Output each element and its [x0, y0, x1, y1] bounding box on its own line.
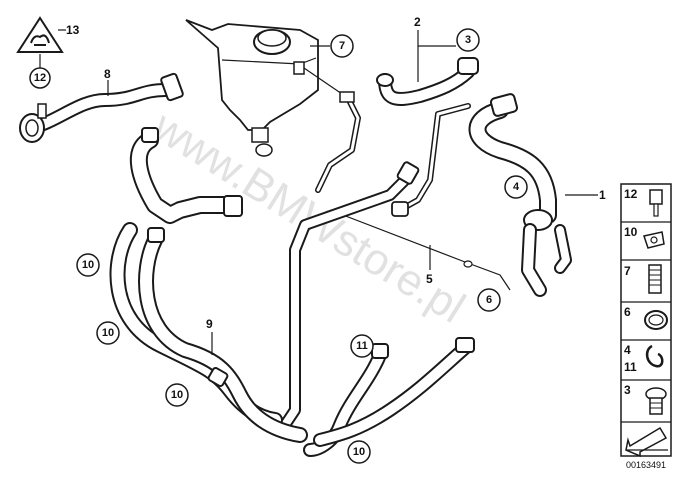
callout-3-circle [456, 28, 480, 52]
parts-panel: 12 10 7 6 4 11 3 [620, 183, 672, 458]
callout-6: 6 [486, 294, 492, 306]
expansion-tank [185, 19, 319, 157]
panel-label-10: 10 [624, 225, 638, 239]
callout-10a-circle [76, 253, 100, 277]
warning-triangle-icon [16, 16, 64, 53]
callout-10d-circle [347, 440, 371, 464]
hose-1 [468, 93, 572, 297]
callout-11-circle [350, 334, 374, 358]
callout-4-circle [504, 175, 528, 199]
clip-icon [649, 189, 663, 217]
callout-10c-circle [165, 383, 189, 407]
panel-label-7: 7 [624, 264, 631, 278]
spring-clip-icon [645, 344, 664, 368]
plug-screw-icon [645, 387, 667, 415]
panel-label-4: 4 [624, 343, 631, 357]
callout-10d: 10 [353, 446, 365, 458]
callout-7-circle [330, 34, 354, 58]
callout-12: 12 [34, 72, 46, 84]
line-5 [329, 209, 511, 291]
thin-pipe [391, 103, 471, 217]
callout-9: 9 [206, 317, 213, 331]
callout-1: 1 [599, 188, 606, 202]
callout-10a: 10 [82, 259, 94, 271]
hose-vertical [279, 161, 420, 431]
hose-clamp-icon [644, 310, 668, 330]
callout-10b-circle [96, 321, 120, 345]
arrow-icon [625, 426, 668, 458]
callout-13: 13 [66, 23, 80, 37]
hose-2 [376, 57, 479, 106]
hose-9 [109, 127, 308, 443]
callout-7: 7 [339, 40, 345, 52]
panel-label-3: 3 [624, 383, 631, 397]
panel-label-11: 11 [624, 360, 637, 374]
vent-line [315, 91, 361, 193]
diagram-code: 00163491 [626, 460, 666, 470]
callout-10c: 10 [171, 389, 183, 401]
leader-tank [303, 67, 346, 97]
hose-clip-icon [643, 231, 665, 249]
callout-4: 4 [513, 181, 520, 193]
callout-11: 11 [356, 340, 368, 352]
panel-label-6: 6 [624, 305, 631, 319]
callout-6-circle [477, 288, 501, 312]
bleed-screw-icon [648, 264, 662, 294]
callout-8: 8 [104, 67, 111, 81]
callout-10b: 10 [102, 327, 114, 339]
callout-12-circle [29, 67, 51, 89]
callout-3: 3 [465, 34, 471, 46]
hose-8 [19, 72, 184, 143]
hose-11 [303, 337, 475, 457]
leader-2 [417, 30, 456, 47]
callout-5: 5 [426, 272, 433, 286]
watermark: www.BMWstore.pl [144, 101, 474, 332]
callout-2: 2 [414, 15, 421, 29]
panel-label-12: 12 [624, 187, 638, 201]
